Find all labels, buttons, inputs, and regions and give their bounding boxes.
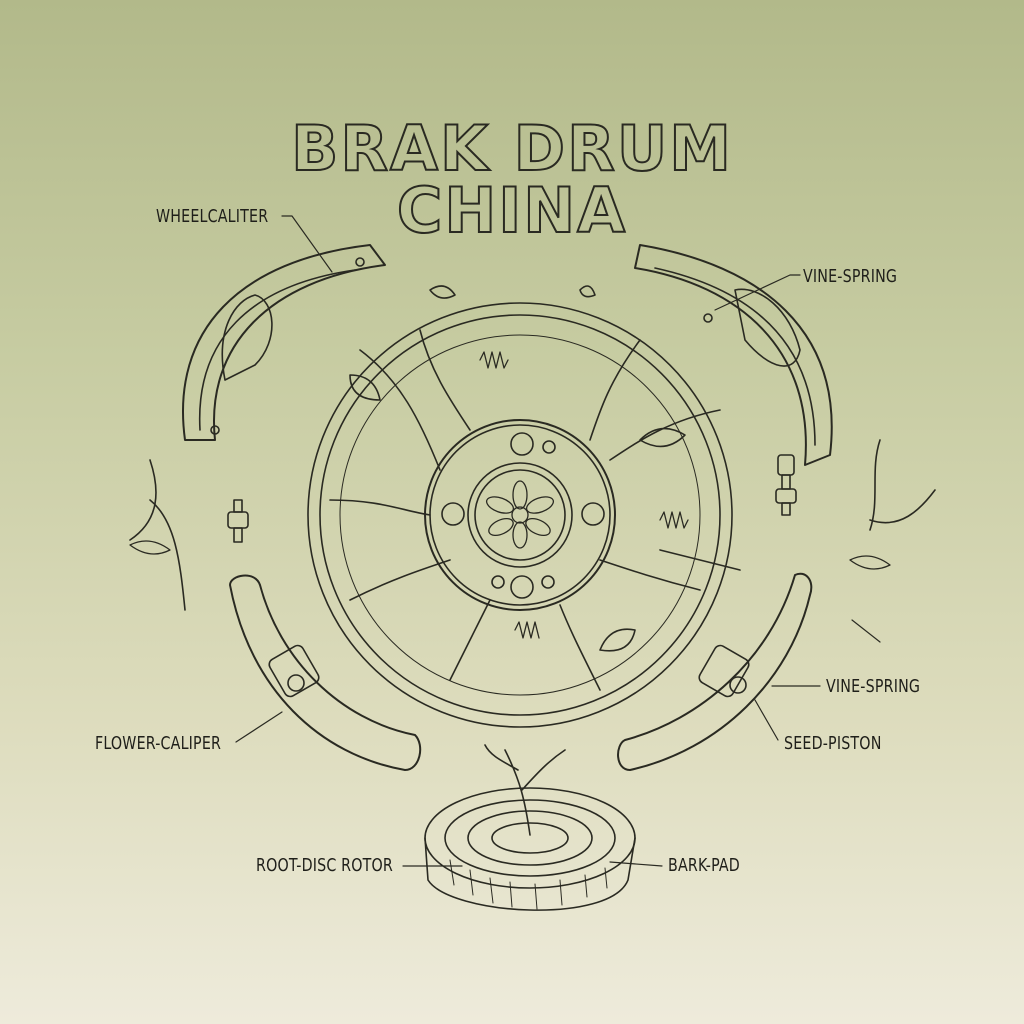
label-wheel-caliter: WHEELCALITER	[156, 206, 269, 227]
bolt-left	[227, 499, 249, 543]
bolt-right	[775, 454, 797, 516]
flower-icon	[485, 480, 555, 549]
label-vine-spring-top: VINE-SPRING	[803, 266, 898, 287]
label-flower-caliper: FLOWER-CALIPER	[95, 733, 222, 754]
label-vine-spring-bottom: VINE-SPRING	[826, 676, 921, 697]
caliper-arm-bottom-right	[617, 572, 813, 771]
vine-spring-right	[849, 439, 936, 570]
brake-shoe-top-right	[634, 244, 833, 466]
brake-shoe-top-left	[182, 244, 386, 441]
caliper-arm-bottom-left	[229, 574, 422, 771]
leader-lines	[235, 215, 881, 867]
brake-drum-assembly	[307, 285, 741, 728]
label-bark-pad: BARK-PAD	[668, 855, 740, 876]
diagram-title-line2: CHINA	[396, 174, 628, 247]
label-seed-piston: SEED-PISTON	[784, 733, 882, 754]
root-disc-rotor	[424, 744, 636, 911]
vine-spring-left	[129, 459, 186, 611]
diagram-title-line1: BRAK DRUM	[290, 112, 733, 185]
label-root-disc-rotor: ROOT-DISC ROTOR	[256, 855, 394, 876]
